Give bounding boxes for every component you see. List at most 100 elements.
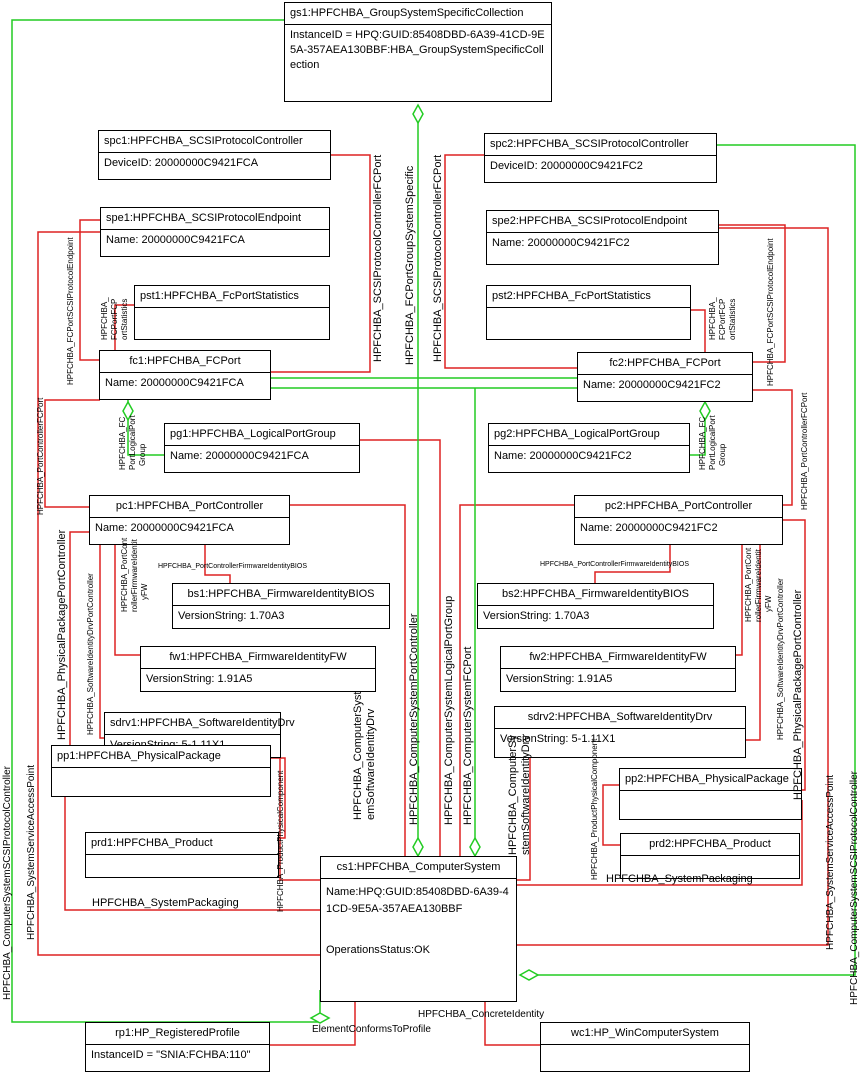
- node-fc2[interactable]: fc2:HPFCHBA_FCPort Name: 20000000C9421FC…: [577, 352, 753, 402]
- label-fcport-scsi-ep-left: HPFCHBA_FCPortSCSIProtocolEndpoint: [66, 237, 75, 385]
- label-fc-lpg-right-2: PortLogicalPort: [708, 415, 717, 470]
- node-cs1-attr-name: Name:HPQ:GUID:85408DBD-6A39-41CD-9E5A-35…: [326, 886, 509, 915]
- connector-fc1-pc1: [44, 399, 100, 508]
- node-cs1[interactable]: cs1:HPFCHBA_ComputerSystem Name:HPQ:GUID…: [320, 856, 517, 1002]
- node-pc2-attr: Name: 20000000C9421FC2: [580, 522, 718, 534]
- label-cs-port-controller: HPFCHBA_ComputerSystemPortController: [408, 613, 420, 825]
- aggregation-diamond-cs1-left: [309, 1012, 331, 1024]
- node-pc1-title: pc1:HPFCHBA_PortController: [90, 496, 289, 518]
- label-fcport-stats-left-2: FCPortFCP: [110, 298, 119, 340]
- connector-spe2-fc2: [718, 224, 786, 363]
- connector-cs1-pc2: [459, 504, 575, 856]
- node-fw1-attr: VersionString: 1.91A5: [146, 673, 253, 685]
- node-prd2[interactable]: prd2:HPFCHBA_Product: [620, 833, 800, 879]
- node-fc1[interactable]: fc1:HPFCHBA_FCPort Name: 20000000C9421FC…: [99, 350, 271, 400]
- aggregation-diamond-cs1-right: [518, 969, 540, 981]
- label-prod-phys-left: HPFCHBA_ProductPhysicalComponent: [276, 770, 285, 912]
- label-cs-sw-drv-right-2: stemSoftwareIdentityDrv: [520, 735, 532, 855]
- node-prd2-attr: [621, 856, 799, 862]
- node-fc2-title: fc2:HPFCHBA_FCPort: [578, 353, 752, 375]
- node-gs1[interactable]: gs1:HPFCHBA_GroupSystemSpecificCollectio…: [284, 2, 552, 102]
- node-pp2[interactable]: pp2:HPFCHBA_PhysicalPackage: [619, 768, 802, 820]
- node-bs1[interactable]: bs1:HPFCHBA_FirmwareIdentityBIOS Version…: [172, 583, 390, 629]
- label-sw-drv-pc-right: HPFCHBA_SoftwareIdentityDrvPortControlle…: [776, 578, 785, 740]
- connector-pp2-prd2: [602, 784, 620, 846]
- node-spe2-attr: Name: 20000000C9421FC2: [492, 237, 630, 249]
- node-pg2-title: pg2:HPFCHBA_LogicalPortGroup: [489, 424, 689, 446]
- connector-cs1-pp1: [64, 795, 320, 911]
- node-pg2[interactable]: pg2:HPFCHBA_LogicalPortGroup Name: 20000…: [488, 423, 690, 473]
- node-spc1-attr: DeviceID: 20000000C9421FCA: [104, 157, 259, 169]
- node-fw2-attr: VersionString: 1.91A5: [506, 673, 613, 685]
- node-pst2-attr: [487, 308, 690, 314]
- connector-cs1-pc1: [290, 504, 406, 856]
- node-spe2-title: spe2:HPFCHBA_SCSIProtocolEndpoint: [487, 211, 718, 233]
- node-spe1[interactable]: spe1:HPFCHBA_SCSIProtocolEndpoint Name: …: [100, 207, 330, 257]
- label-pc-fc-right: HPFCHBA_PortControllerFCPort: [800, 392, 809, 510]
- node-bs2[interactable]: bs2:HPFCHBA_FirmwareIdentityBIOS Version…: [477, 583, 714, 629]
- node-bs2-title: bs2:HPFCHBA_FirmwareIdentityBIOS: [478, 584, 713, 606]
- connector-gs1-cs1-left: [11, 19, 321, 1023]
- node-sdrv2-title: sdrv2:HPFCHBA_SoftwareIdentityDrv: [495, 707, 745, 729]
- node-fw1[interactable]: fw1:HPFCHBA_FirmwareIdentityFW VersionSt…: [140, 646, 376, 692]
- label-pc-fw-right-3: yFW: [764, 595, 773, 612]
- node-gs1-title: gs1:HPFCHBA_GroupSystemSpecificCollectio…: [285, 3, 551, 25]
- label-cs-fc-port: HPFCHBA_ComputerSystemFCPort: [462, 646, 474, 826]
- connector-pc1-fw1: [114, 545, 140, 656]
- connector-cs1-spe2: [516, 227, 829, 946]
- connector-pc2-bs2: [594, 545, 671, 583]
- node-spe2[interactable]: spe2:HPFCHBA_SCSIProtocolEndpoint Name: …: [486, 210, 719, 265]
- node-wc1[interactable]: wc1:HP_WinComputerSystem: [540, 1022, 750, 1072]
- node-rp1[interactable]: rp1:HP_RegisteredProfile InstanceID = "S…: [85, 1022, 270, 1072]
- node-prd1-attr: [86, 855, 278, 861]
- node-sdrv2-attr: VersionString: 5-1.11X1: [500, 733, 616, 745]
- label-phys-pc-right: HPFCHBA_PhysicalPackagePortController: [792, 589, 804, 800]
- node-wc1-attr: [541, 1045, 749, 1051]
- connector-spc1-fc1: [270, 154, 371, 373]
- label-cs-sw-drv-left-2: emSoftwareIdentityDrv: [365, 708, 377, 820]
- label-scsi-pc-fc-right: HPFCHBA_SCSIProtocolControllerFCPort: [432, 154, 444, 362]
- label-fc-lpg-left-1: HPFCHBA_FC: [118, 416, 127, 470]
- label-pc-firmware-bios-right: HPFCHBA_PortControllerFirmwareIdentityBI…: [540, 561, 689, 568]
- connector-pc2-fw2: [735, 545, 743, 656]
- label-element-conforms: ElementConformsToProfile: [312, 1024, 431, 1035]
- node-sdrv2[interactable]: sdrv2:HPFCHBA_SoftwareIdentityDrv Versio…: [494, 706, 746, 758]
- connector-pst2-fc2: [690, 309, 706, 352]
- connector-cs1-wc1: [484, 1002, 540, 1046]
- label-pc-fw-right-1: HPFCHBA_PortCont: [744, 547, 753, 622]
- node-prd1[interactable]: prd1:HPFCHBA_Product: [85, 832, 279, 878]
- node-pp1[interactable]: pp1:HPFCHBA_PhysicalPackage: [51, 745, 271, 797]
- node-pg1-attr: Name: 20000000C9421FCA: [170, 450, 309, 462]
- label-pc-fc-left: HPFCHBA_PortControllerFCPort: [36, 397, 45, 515]
- node-pst1[interactable]: pst1:HPFCHBA_FcPortStatistics: [134, 285, 330, 340]
- aggregation-diamond-cs1-b: [469, 836, 481, 858]
- node-fw2[interactable]: fw2:HPFCHBA_FirmwareIdentityFW VersionSt…: [500, 646, 736, 692]
- node-bs2-attr: VersionString: 1.70A3: [483, 610, 590, 622]
- label-concrete-identity: HPFCHBA_ConcreteIdentity: [418, 1009, 545, 1020]
- label-fcport-stats-right-1: HPFCHBA_: [708, 297, 717, 340]
- node-pp2-attr: [620, 791, 801, 797]
- label-cs-scsi-pc-right: HPFCHBA_ComputerSystemSCSIProtocolContro…: [849, 771, 860, 1005]
- node-bs1-title: bs1:HPFCHBA_FirmwareIdentityBIOS: [173, 584, 389, 606]
- connector-pc2-sdrv2: [745, 545, 761, 741]
- node-prd1-title: prd1:HPFCHBA_Product: [86, 833, 278, 855]
- node-spc2[interactable]: spc2:HPFCHBA_SCSIProtocolController Devi…: [484, 133, 717, 183]
- node-pg1[interactable]: pg1:HPFCHBA_LogicalPortGroup Name: 20000…: [164, 423, 360, 473]
- label-system-packaging-right: HPFCHBA_SystemPackaging: [606, 873, 753, 885]
- node-gs1-attr: InstanceID = HPQ:GUID:85408DBD-6A39-41CD…: [290, 29, 545, 71]
- node-pc1[interactable]: pc1:HPFCHBA_PortController Name: 2000000…: [89, 495, 290, 545]
- node-pc2[interactable]: pc2:HPFCHBA_PortController Name: 2000000…: [574, 495, 783, 545]
- node-spc1[interactable]: spc1:HPFCHBA_SCSIProtocolController Devi…: [98, 130, 331, 180]
- node-spe1-title: spe1:HPFCHBA_SCSIProtocolEndpoint: [101, 208, 329, 230]
- label-fcport-stats-left-1: HPFCHBA_: [100, 297, 109, 340]
- node-fc1-attr: Name: 20000000C9421FCA: [105, 377, 244, 389]
- aggregation-diamond-fc1: [122, 400, 134, 422]
- label-sys-sap-left: HPFCHBA_SystemServiceAccessPoint: [26, 764, 37, 940]
- label-fcport-stats-right-3: ortStatistics: [728, 298, 737, 340]
- label-pc-fw-left-3: yFW: [140, 583, 149, 600]
- connector-cs1-rp1: [270, 1002, 356, 1046]
- label-fc-lpg-right-1: HPFCHBA_FC: [698, 416, 707, 470]
- node-pst2[interactable]: pst2:HPFCHBA_FcPortStatistics: [486, 285, 691, 340]
- node-pg1-title: pg1:HPFCHBA_LogicalPortGroup: [165, 424, 359, 446]
